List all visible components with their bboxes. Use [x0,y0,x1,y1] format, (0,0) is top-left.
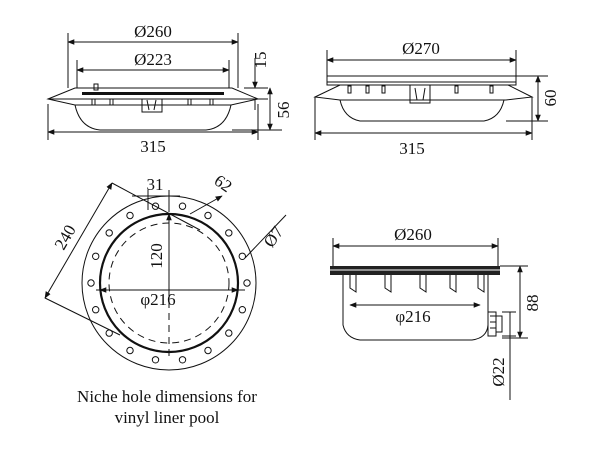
dim-flange-diameter: Ø260 [394,225,432,244]
bolt-hole [238,252,247,260]
dim-line-240 [44,182,113,299]
tab [381,85,386,94]
dim-hole-diameter: Ø7 [260,222,288,250]
tab [489,85,494,94]
dim-line-62 [189,195,223,215]
dim-overall-width: 315 [399,139,425,158]
niche-view: 240 31 62 Ø7 120 φ216 [44,171,288,371]
caption-line-2: vinyl liner pool [115,408,220,427]
tab [91,98,96,106]
seal-band [82,92,224,95]
leader-line-7 [244,214,287,259]
clip-detail [414,87,418,101]
dim-body-diameter: φ216 [395,307,430,326]
mounting-tab [477,275,485,293]
bolt-hole [243,279,251,287]
bolt-hole [92,306,100,314]
dim-inner-diameter: φ216 [140,290,175,309]
tab [187,98,192,106]
bolt-hole [178,202,187,210]
dim-diameter: Ø270 [402,39,440,58]
fixture-body [339,99,505,122]
screw-head [93,83,99,91]
dim-flange-thickness: 15 [251,52,270,69]
bolt-hole [105,229,113,237]
clip-detail [422,87,426,101]
tab [454,85,459,94]
dim-outlet-diameter: Ø22 [489,357,508,386]
mounting-tab [419,275,427,293]
dim-total-height: 56 [274,102,293,119]
bolt-hole [87,279,95,287]
dim-radius-offset: 120 [147,243,166,269]
fixture-body [342,275,489,341]
bolt-hole [225,229,233,237]
bolt-hole [126,211,134,220]
side-view: Ø260 φ216 88 Ø22 [330,225,542,400]
tab [347,85,352,94]
tab [209,98,214,106]
caption-line-1: Niche hole dimensions for [77,387,257,406]
dim-height: 60 [541,90,560,107]
bolt-hole [92,252,100,260]
tab [365,85,370,94]
center-clip [409,85,431,104]
mounting-tab [449,275,457,293]
center-clip [141,99,163,113]
extension-line [44,297,121,336]
dim-outer-diameter: Ø260 [134,22,172,41]
bolt-hole [178,356,187,364]
bolt-hole [225,329,233,337]
bolt-hole [126,346,134,355]
extension-line [111,182,201,231]
mounting-tab [384,275,392,293]
tab [109,98,114,106]
dim-pitch-large: 62 [211,171,236,196]
clip-detail [146,99,150,111]
side-tabs [349,275,485,293]
bolt-hole [204,346,212,355]
dim-inner-diameter: Ø223 [134,50,172,69]
bolt-hole [151,356,160,364]
clip-detail [153,99,157,111]
dim-diagonal: 240 [51,221,80,253]
dim-overall-width: 315 [140,137,166,156]
bolt-hole [238,306,247,314]
fixture-body [74,104,232,131]
dim-height: 88 [523,295,542,312]
top-left-view: Ø260 Ø223 15 56 315 [46,22,293,156]
lid-plate [326,75,517,86]
bolt-hole [204,211,212,220]
mounting-tab [349,275,357,293]
cable-outlet-nut [495,315,503,333]
dim-pitch-small: 31 [147,175,164,194]
top-right-view: Ø270 60 315 [313,39,560,158]
bolt-hole [151,202,160,210]
fixture-flange-profile [46,87,260,106]
